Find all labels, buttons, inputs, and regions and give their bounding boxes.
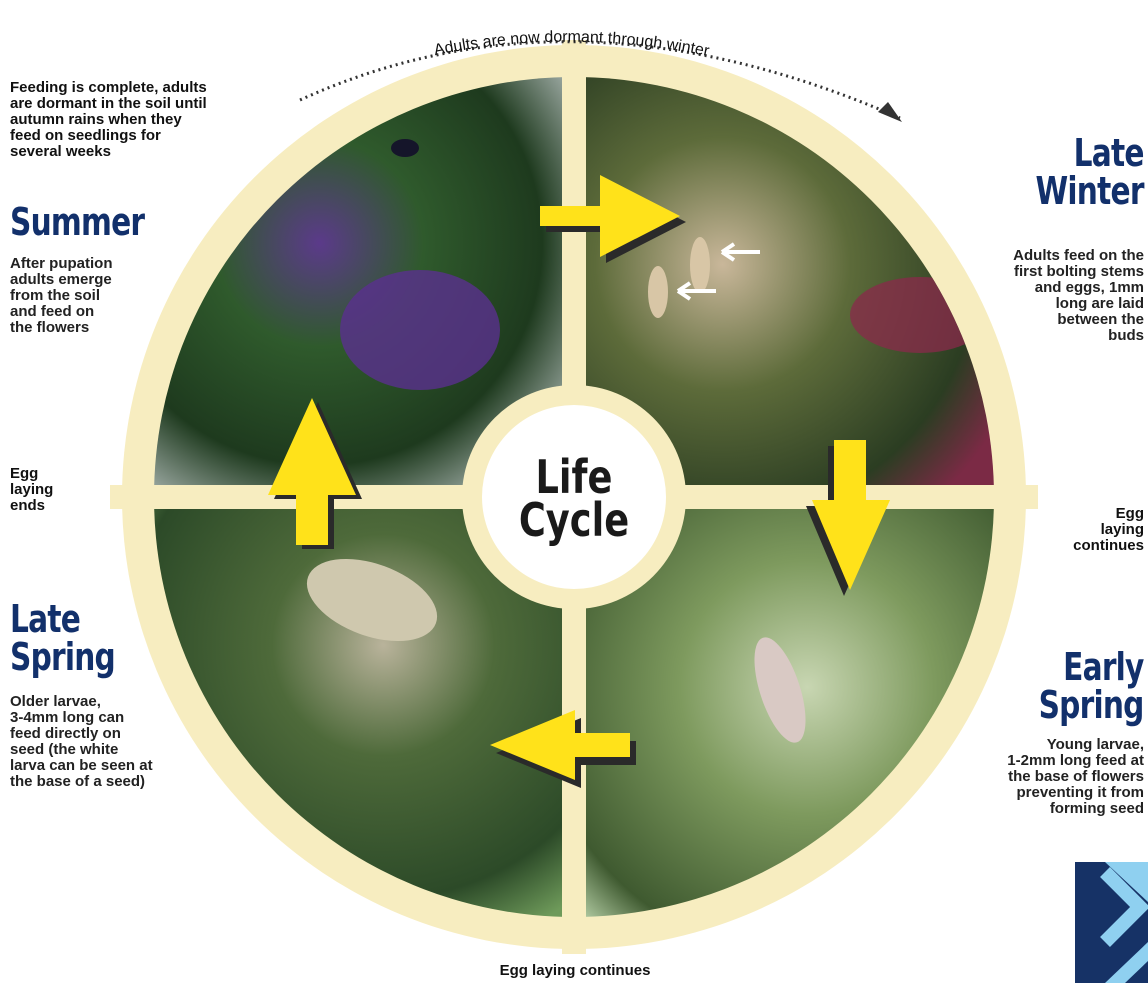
late-winter-desc-line: and eggs, 1mm [954,280,1144,296]
egg-laying-ends-line: laying [10,482,90,498]
egg-laying-continues-line: laying [1034,522,1144,538]
early-spring-heading-line: Early [1039,648,1144,686]
late-spring-heading-line: Spring [10,638,115,676]
late-winter-desc-line: first bolting stems [954,264,1144,280]
early-spring-desc: Young larvae, 1-2mm long feed at the bas… [944,737,1144,817]
late-spring-heading-line: Late [10,600,115,638]
egg-laying-continues-line: Egg [1034,506,1144,522]
summer-desc-line: and feed on [10,304,160,320]
summer-heading: Summer [10,203,144,241]
late-spring-desc-line: seed (the white [10,742,190,758]
egg-laying-ends-note: Egg laying ends [10,466,90,514]
summer-desc-line: from the soil [10,288,160,304]
summer-intro-line: feed on seedlings for [10,128,300,144]
late-winter-heading: Late Winter [1036,134,1144,210]
summer-intro-line: Feeding is complete, adults [10,80,300,96]
late-spring-desc-line: Older larvae, [10,694,190,710]
late-winter-desc: Adults feed on the first bolting stems a… [954,248,1144,344]
late-spring-desc-line: 3-4mm long can [10,710,190,726]
egg-1 [690,237,710,293]
early-spring-desc-line: Young larvae, [944,737,1144,753]
egg-2 [648,266,668,318]
late-spring-desc: Older larvae, 3-4mm long can feed direct… [10,694,190,790]
early-spring-desc-line: 1-2mm long feed at [944,753,1144,769]
late-winter-desc-line: buds [954,328,1144,344]
summer-intro: Feeding is complete, adults are dormant … [10,80,300,160]
late-spring-heading: Late Spring [10,600,115,676]
egg-laying-continues-line: continues [1034,538,1144,554]
late-winter-desc-line: between the [954,312,1144,328]
summer-desc: After pupation adults emerge from the so… [10,256,160,336]
arc-arrowhead [878,102,902,122]
late-spring-desc-line: larva can be seen at [10,758,190,774]
center-title-line2: Cycle [519,493,629,547]
late-winter-desc-line: Adults feed on the [954,248,1144,264]
summer-desc-line: After pupation [10,256,160,272]
early-spring-desc-line: the base of flowers [944,769,1144,785]
egg-laying-continues-bottom: Egg laying continues [440,963,710,979]
organization-logo [1075,862,1148,983]
summer-intro-line: several weeks [10,144,300,160]
summer-desc-line: adults emerge [10,272,160,288]
early-spring-desc-line: preventing it from [944,785,1144,801]
late-spring-desc-line: the base of a seed) [10,774,190,790]
egg-laying-continues-right-note: Egg laying continues [1034,506,1144,554]
early-spring-heading-line: Spring [1039,686,1144,724]
early-spring-desc-line: forming seed [944,801,1144,817]
late-winter-heading-line: Winter [1036,172,1144,210]
chevron-logo-icon [1075,862,1148,983]
early-spring-heading: Early Spring [1039,648,1144,724]
summer-intro-line: autumn rains when they [10,112,300,128]
purple-flower [340,270,500,390]
late-spring-desc-line: feed directly on [10,726,190,742]
summer-desc-line: the flowers [10,320,160,336]
late-winter-heading-line: Late [1036,134,1144,172]
egg-laying-ends-line: ends [10,498,90,514]
weevil-adult [391,139,419,157]
egg-laying-ends-line: Egg [10,466,90,482]
summer-intro-line: are dormant in the soil until [10,96,300,112]
late-winter-desc-line: long are laid [954,296,1144,312]
